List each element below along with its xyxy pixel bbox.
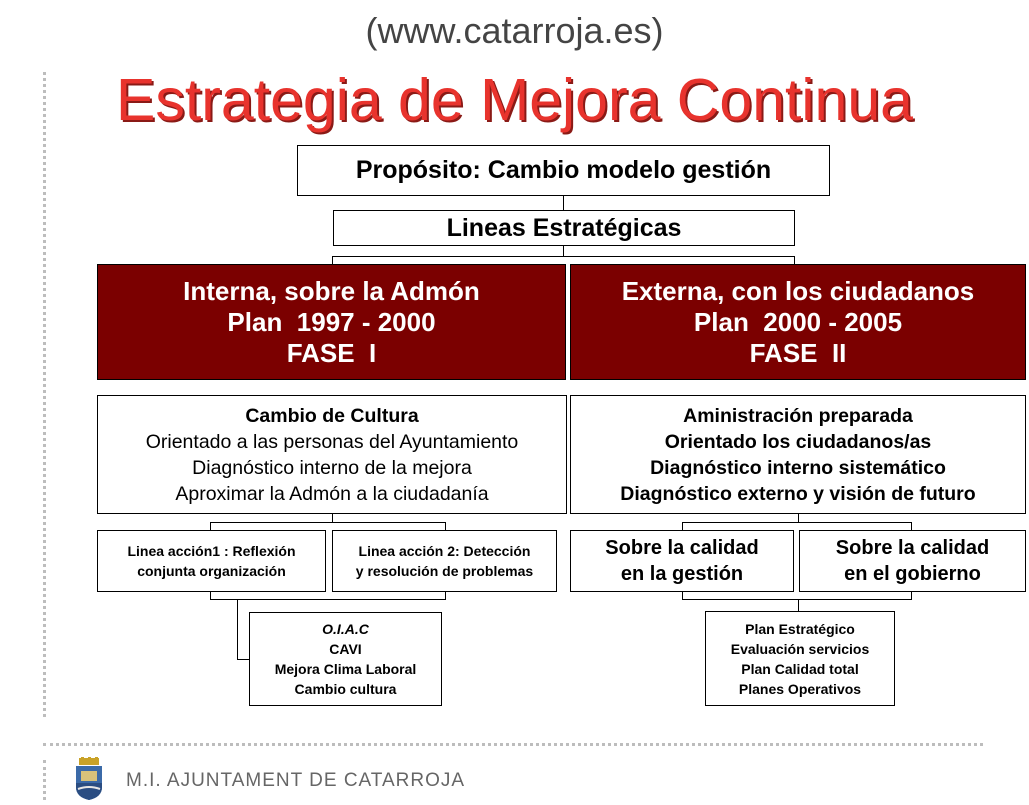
phase-internal-phase: FASE I (286, 337, 377, 368)
action-line-2-text: y resolución de problemas (355, 563, 534, 579)
connector (682, 599, 912, 600)
connector (682, 592, 683, 599)
external-outputs-box: Plan Estratégico Evaluación servicios Pl… (705, 611, 895, 706)
phase-external-plan: Plan 2000 - 2005 (693, 306, 903, 337)
phase-internal-box: Interna, sobre la Admón Plan 1997 - 2000… (97, 264, 566, 380)
action-line-1-text: Linea acción1 : Reflexión (127, 543, 296, 559)
organization-name: M.I. AJUNTAMENT DE CATARROJA (126, 770, 466, 791)
external-output-item: Evaluación servicios (730, 640, 870, 657)
external-detail-item: Diagnóstico externo y visión de futuro (620, 482, 976, 505)
quality-management-text: Sobre la calidad (605, 537, 759, 559)
connector (237, 659, 249, 660)
quality-government-box: Sobre la calidad en el gobierno (799, 530, 1026, 592)
connector (563, 196, 564, 210)
connector (210, 522, 211, 530)
connector (794, 256, 795, 264)
purpose-text: Propósito: Cambio modelo gestión (355, 156, 772, 184)
internal-outputs-box: O.I.A.C CAVI Mejora Clima Laboral Cambio… (249, 612, 442, 706)
connector (445, 522, 446, 530)
connector (798, 514, 799, 522)
internal-detail-item: Orientado a las personas del Ayuntamient… (145, 430, 519, 453)
connector (237, 599, 238, 659)
footer-dotted-rule (43, 760, 46, 800)
action-line-1-box: Linea acción1 : Reflexión conjunta organ… (97, 530, 326, 592)
external-detail-item: Orientado los ciudadanos/as (664, 430, 932, 453)
purpose-box: Propósito: Cambio modelo gestión (297, 145, 830, 196)
left-dotted-rule (43, 72, 46, 717)
external-detail-item: Diagnóstico interno sistemático (650, 456, 946, 479)
external-output-item: Planes Operativos (738, 680, 862, 697)
connector (445, 592, 446, 599)
quality-government-text: en el gobierno (844, 563, 981, 585)
connector (911, 522, 912, 530)
connector (210, 599, 446, 600)
phase-external-phase: FASE II (749, 337, 847, 368)
connector (911, 592, 912, 599)
action-line-2-box: Linea acción 2: Detección y resolución d… (332, 530, 557, 592)
crest-logo-icon (76, 757, 102, 800)
internal-detail-item: Aproximar la Admón a la ciudadanía (175, 482, 489, 505)
site-url: (www.catarroja.es) (365, 10, 664, 51)
phase-external-title: Externa, con los ciudadanos (621, 275, 975, 306)
strategic-lines-box: Lineas Estratégicas (333, 210, 795, 246)
page-title: Estrategia de Mejora Continua (116, 67, 913, 133)
quality-management-text: en la gestión (620, 563, 744, 585)
phase-internal-title: Interna, sobre la Admón (183, 275, 480, 306)
internal-output-item: CAVI (329, 641, 362, 657)
connector (798, 599, 799, 611)
internal-detail-heading: Cambio de Cultura (245, 404, 419, 427)
quality-management-box: Sobre la calidad en la gestión (570, 530, 794, 592)
connector (332, 256, 794, 257)
connector (210, 522, 446, 523)
connector (682, 522, 683, 530)
connector (210, 592, 211, 599)
internal-output-item: Cambio cultura (294, 681, 397, 697)
external-details-box: Aministración preparada Orientado los ci… (570, 395, 1026, 514)
external-detail-item: Aministración preparada (683, 404, 913, 427)
quality-government-text: Sobre la calidad (835, 537, 990, 559)
internal-output-item: O.I.A.C (322, 621, 369, 637)
connector (332, 514, 333, 522)
phase-internal-plan: Plan 1997 - 2000 (227, 306, 436, 337)
external-output-item: Plan Calidad total (741, 660, 859, 677)
strategic-lines-text: Lineas Estratégicas (446, 213, 682, 242)
bottom-dotted-rule (43, 743, 983, 746)
connector (563, 246, 564, 256)
action-line-2-text: Linea acción 2: Detección (358, 543, 531, 559)
connector (682, 522, 912, 523)
phase-external-box: Externa, con los ciudadanos Plan 2000 - … (570, 264, 1026, 380)
internal-detail-item: Diagnóstico interno de la mejora (192, 456, 472, 479)
action-line-1-text: conjunta organización (137, 563, 286, 579)
external-output-item: Plan Estratégico (745, 620, 855, 637)
connector (332, 256, 333, 264)
internal-output-item: Mejora Clima Laboral (274, 661, 417, 677)
internal-details-box: Cambio de Cultura Orientado a las person… (97, 395, 567, 514)
